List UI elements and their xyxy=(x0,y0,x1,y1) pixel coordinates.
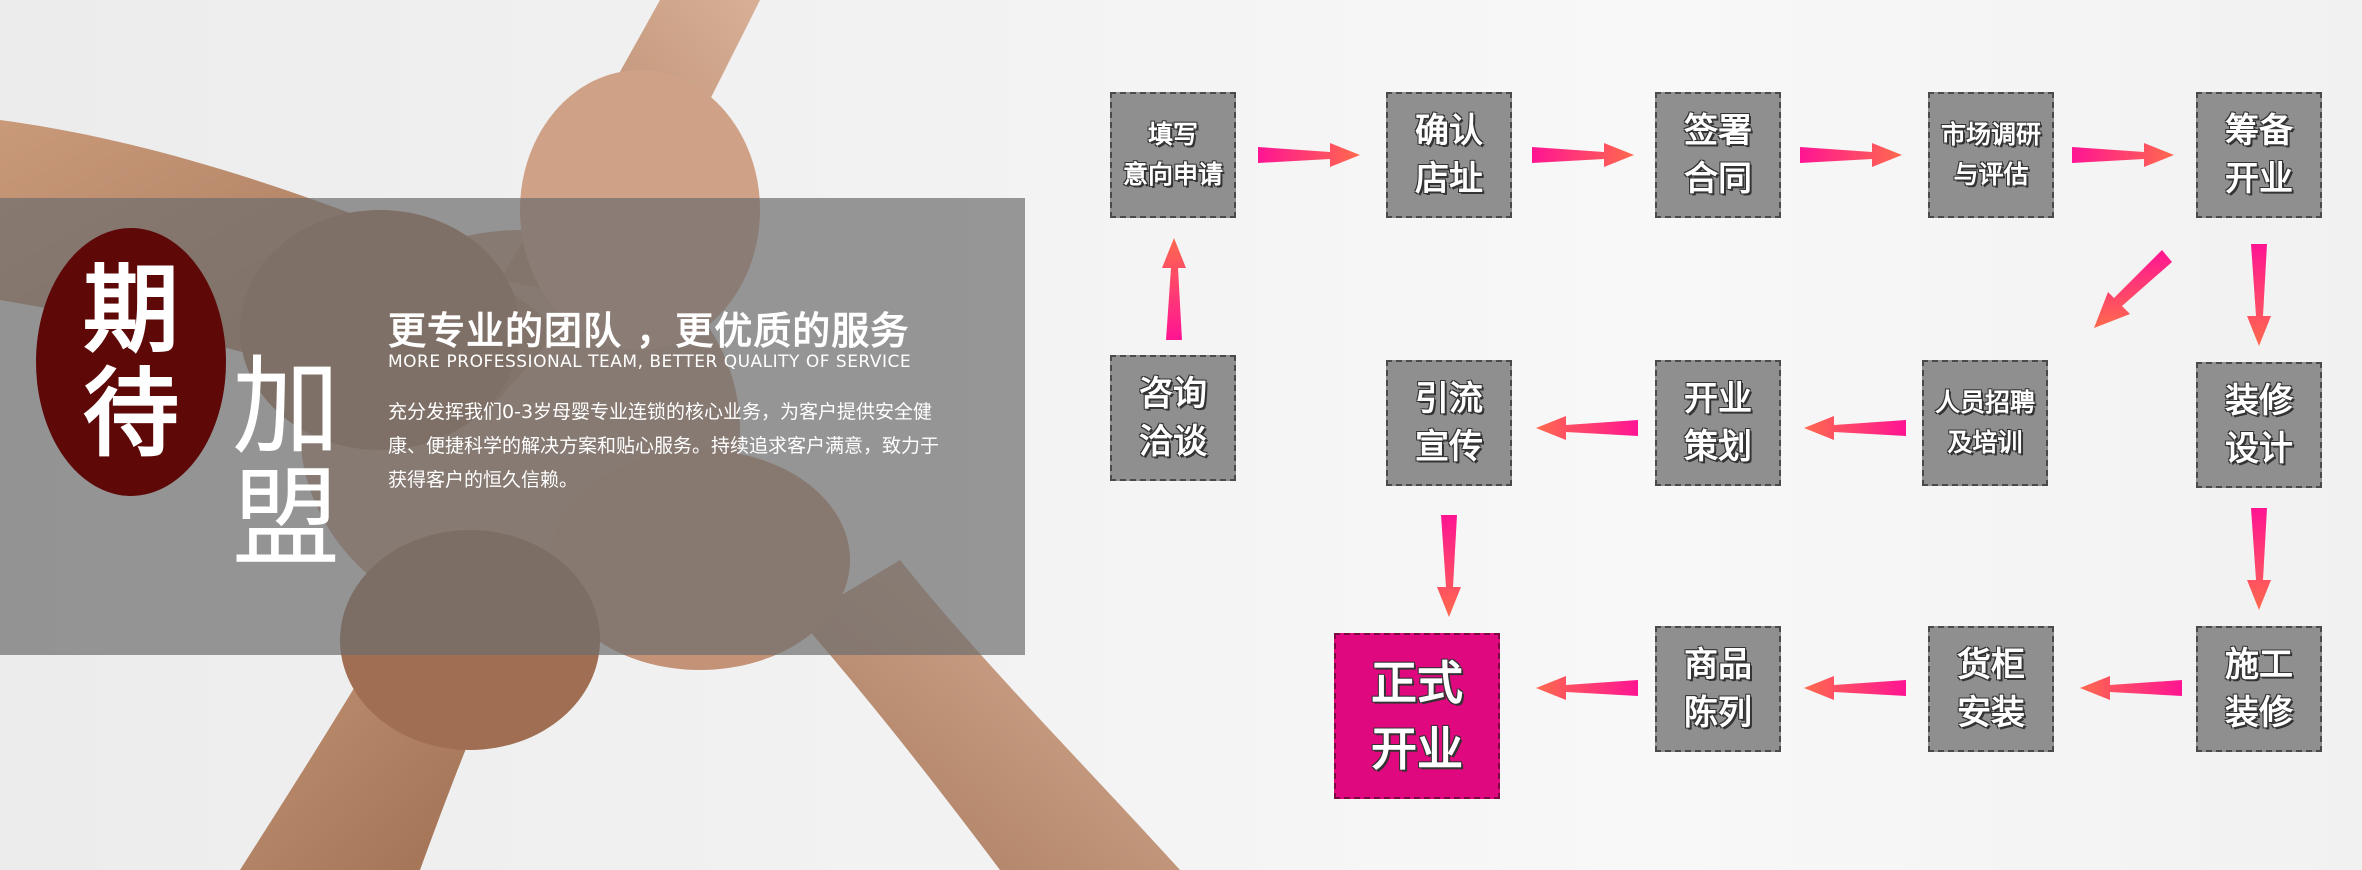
arrow-confirm-to-sign xyxy=(1532,143,1634,167)
step-prepare-opening: 筹备 开业 xyxy=(2196,92,2322,218)
arrow-display-to-official xyxy=(1536,676,1638,700)
arrow-prepare-to-recruit xyxy=(2094,250,2172,328)
step-opening-plan: 开业 策划 xyxy=(1655,360,1781,486)
arrow-cabinet-to-display xyxy=(1804,676,1906,700)
badge-oval xyxy=(36,228,226,496)
join-text: 加 盟 xyxy=(232,345,341,582)
arrow-apply-to-confirm xyxy=(1258,143,1360,167)
arrow-prepare-to-design xyxy=(2247,244,2271,346)
step-construction: 施工 装修 xyxy=(2196,626,2322,752)
arrow-promo-to-official xyxy=(1437,515,1461,617)
step-decoration-design: 装修 设计 xyxy=(2196,362,2322,488)
step-consult: 咨询 洽谈 xyxy=(1110,355,1236,481)
step-cabinet-install: 货柜 安装 xyxy=(1928,626,2054,752)
badge-text: 期 待 xyxy=(83,254,179,470)
arrow-plan-to-promo xyxy=(1536,416,1638,440)
step-market-research: 市场调研 与评估 xyxy=(1928,92,2054,218)
arrow-research-to-prepare xyxy=(2072,143,2174,167)
arrow-sign-to-research xyxy=(1800,143,1902,167)
description: 充分发挥我们0-3岁母婴专业连锁的核心业务，为客户提供安全健康、便捷科学的解决方… xyxy=(388,401,940,491)
subheadline: MORE PROFESSIONAL TEAM, BETTER QUALITY O… xyxy=(388,352,912,372)
step-official-opening: 正式 开业 xyxy=(1334,633,1500,799)
step-traffic-promo: 引流 宣传 xyxy=(1386,360,1512,486)
step-confirm-site: 确认 店址 xyxy=(1386,92,1512,218)
arrow-recruit-to-plan xyxy=(1804,416,1906,440)
step-product-display: 商品 陈列 xyxy=(1655,626,1781,752)
step-staff-recruit: 人员招聘 及培训 xyxy=(1922,360,2048,486)
arrow-design-to-construction xyxy=(2247,508,2271,610)
step-apply: 填写 意向申请 xyxy=(1110,92,1236,218)
headline: 更专业的团队 ，更优质的服务 xyxy=(388,309,910,353)
step-sign-contract: 签署 合同 xyxy=(1655,92,1781,218)
arrow-construction-to-cabinet xyxy=(2080,676,2182,700)
